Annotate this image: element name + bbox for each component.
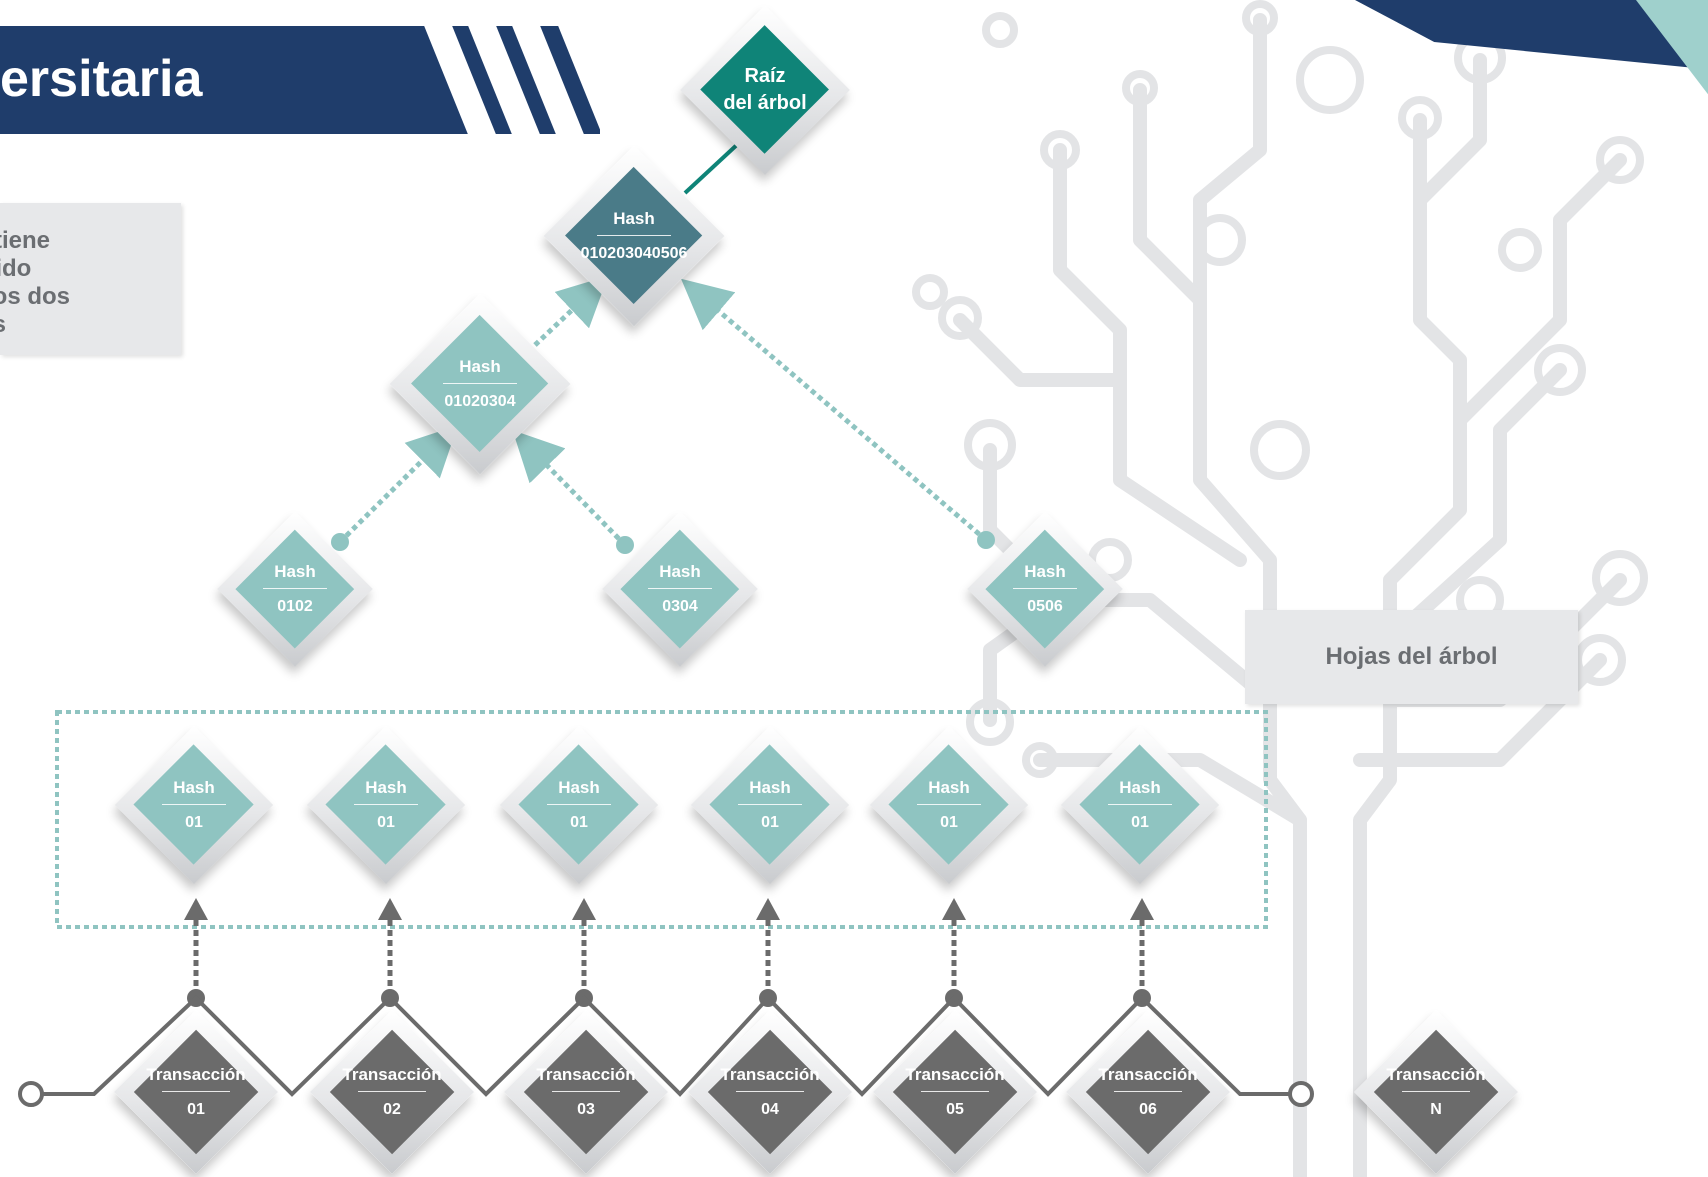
hash-title: Hash	[558, 778, 600, 797]
info-line: obtenido	[0, 255, 32, 282]
leaf-hash-node: Hash 01	[1060, 725, 1220, 885]
hash-value: 0506	[1027, 598, 1063, 615]
hash-value: 0102	[277, 598, 313, 615]
hash-value: 010203040506	[580, 245, 688, 262]
arrow-0506-to-level3	[681, 278, 988, 542]
page-title: ersitaria	[0, 50, 203, 108]
hash-value: 01	[940, 814, 958, 831]
hash-title: Hash	[928, 778, 970, 797]
info-text: o contiene obtenido n de los dos s hijos	[0, 227, 170, 339]
hash-value: 01	[377, 814, 395, 831]
transaction-value: 05	[946, 1101, 964, 1118]
transaction-title: Transacción	[720, 1065, 820, 1084]
dot-0304	[616, 536, 634, 554]
info-line: n de los dos	[0, 283, 71, 310]
transaction-title: Transacción	[1386, 1065, 1486, 1084]
hash-value: 01	[570, 814, 588, 831]
leaf-hash-node: Hash 01	[306, 725, 466, 885]
transaction-arrow-head	[184, 898, 208, 920]
info-box: o contiene obtenido n de los dos s hijos	[0, 203, 181, 355]
chain-end-ring	[1288, 1081, 1314, 1107]
leaves-group-frame	[55, 710, 1268, 929]
hash-title: Hash	[173, 778, 215, 797]
hash-node-0304: Hash 0304	[602, 511, 758, 667]
transaction-title: Transacción	[342, 1065, 442, 1084]
transaction-value: 02	[383, 1101, 401, 1118]
transaction-value: N	[1430, 1101, 1442, 1118]
transaction-arrow-head	[572, 898, 596, 920]
leaf-hash-node: Hash 01	[499, 725, 659, 885]
hash-value: 0304	[662, 598, 698, 615]
hash-title: Hash	[459, 357, 501, 376]
hash-title: Hash	[749, 778, 791, 797]
transaction-node: Transacción 03	[503, 1009, 669, 1175]
transaction-node: Transacción 04	[687, 1009, 853, 1175]
arrow-0304-to-level2	[512, 430, 627, 547]
leaves-label-box: Hojas del árbol	[1245, 610, 1578, 704]
hash-title: Hash	[1024, 562, 1066, 581]
hash-value: 01	[761, 814, 779, 831]
transaction-value: 04	[761, 1101, 779, 1118]
hash-title: Hash	[659, 562, 701, 581]
transaction-title: Transacción	[1098, 1065, 1198, 1084]
hash-title: Hash	[1119, 778, 1161, 797]
hash-node-0102: Hash 0102	[217, 511, 373, 667]
transaction-chain	[28, 995, 1300, 1097]
transaction-title: Transacción	[905, 1065, 1005, 1084]
transaction-arrow-head	[378, 898, 402, 920]
root-line-2: del árbol	[723, 92, 807, 114]
root-line-1: Raíz	[744, 65, 786, 87]
arrow-0102-to-level2	[338, 425, 458, 544]
transaction-title: Transacción	[146, 1065, 246, 1084]
info-line: s hijos	[0, 311, 170, 339]
transaction-value: 03	[577, 1101, 595, 1118]
dot-0102	[331, 533, 349, 551]
hash-node-level2: Hash 01020304	[389, 293, 571, 475]
transaction-arrow-head	[756, 898, 780, 920]
hash-value: 01020304	[444, 393, 516, 410]
hash-title: Hash	[274, 562, 316, 581]
root-connector	[683, 140, 742, 195]
transaction-node: Transacción 02	[309, 1009, 475, 1175]
hash-value: 01	[1131, 814, 1149, 831]
tree-root-node: Raíz del árbol	[680, 5, 850, 175]
hash-title: Hash	[365, 778, 407, 797]
leaf-hash-node: Hash 01	[690, 725, 850, 885]
chain-start-ring	[18, 1081, 44, 1107]
transaction-value: 06	[1139, 1101, 1157, 1118]
transaction-node: Transacción N	[1353, 1009, 1519, 1175]
transaction-node: Transacción 06	[1065, 1009, 1231, 1175]
hash-node-0506: Hash 0506	[967, 511, 1123, 667]
arrow-02-to-level2	[533, 275, 609, 347]
transaction-value: 01	[187, 1101, 205, 1118]
hash-title: Hash	[613, 209, 655, 228]
transaction-node: Transacción 05	[872, 1009, 1038, 1175]
transaction-arrow-head	[942, 898, 966, 920]
transaction-arrow-head	[1130, 898, 1154, 920]
info-line: o contiene	[0, 227, 51, 254]
transaction-title: Transacción	[536, 1065, 636, 1084]
hash-value: 01	[185, 814, 203, 831]
hash-node-level3: Hash 010203040506	[543, 145, 725, 327]
leaf-hash-node: Hash 01	[114, 725, 274, 885]
leaves-label: Hojas del árbol	[1325, 643, 1498, 670]
leaf-hash-node: Hash 01	[869, 725, 1029, 885]
transaction-node: Transacción 01	[113, 1009, 279, 1175]
dot-0506	[977, 531, 995, 549]
